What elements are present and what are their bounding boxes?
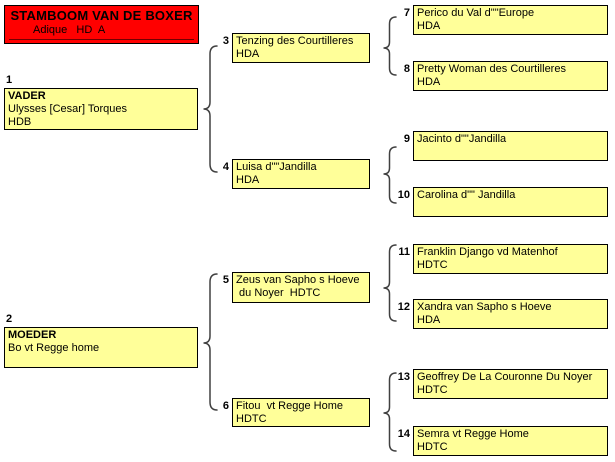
node-9-box[interactable]: Jacinto d""Jandilla [413,131,608,161]
hd-status: HDTC [236,413,267,425]
brace-4-to-9-10 [383,146,397,204]
node-9-number: 9 [403,133,410,145]
hd-status: HDA [236,48,260,60]
brace-6-to-13-14 [383,372,397,452]
hd-status: HDA [417,314,441,326]
node-5-box[interactable]: Zeus van Sapho s Hoeve du Noyer HDTC [232,272,370,303]
name-continuation-hd: du Noyer HDTC [236,287,321,299]
hd-status: HDA [417,76,441,88]
node-13-box[interactable]: Geoffrey De La Couronne Du Noyer HDTC [413,369,608,399]
node-13-number: 13 [397,371,410,383]
node-1-box-vader[interactable]: VADER Ulysses [Cesar] Torques HDB [4,88,198,130]
dog-name: Bo vt Regge home [8,342,100,354]
node-11-number: 11 [398,246,410,258]
node-8-box[interactable]: Pretty Woman des Courtilleres HDA [413,61,608,91]
hd-status: HDTC [417,259,448,271]
dog-name: Fitou vt Regge Home [236,400,343,412]
dog-name: Semra vt Regge Home [417,428,529,440]
dog-name: Xandra van Sapho s Hoeve [417,301,552,313]
dog-name: Jacinto d""Jandilla [417,133,507,145]
subject-name-line: Adique HD A [33,24,106,36]
node-7-number: 7 [403,7,410,19]
node-14-number: 14 [397,428,410,440]
node-3-box[interactable]: Tenzing des Courtilleres HDA [232,33,370,63]
dog-name: Franklin Django vd Matenhof [417,246,558,258]
dog-name: Zeus van Sapho s Hoeve [236,274,360,286]
node-1-number: 1 [6,74,13,86]
brace-moeder-to-5-6 [203,273,218,411]
hd-status: HDA [236,174,260,186]
node-6-box[interactable]: Fitou vt Regge Home HDTC [232,398,370,427]
node-11-box[interactable]: Franklin Django vd Matenhof HDTC [413,244,608,274]
node-6-number: 6 [222,400,229,412]
node-10-box[interactable]: Carolina d"" Jandilla [413,187,608,217]
node-14-box[interactable]: Semra vt Regge Home HDTC [413,426,608,456]
node-3-number: 3 [222,35,229,47]
node-4-number: 4 [222,161,229,173]
brace-3-to-7-8 [383,16,397,76]
dog-name: Perico du Val d""Europe [417,7,535,19]
node-10-number: 10 [397,189,410,201]
dog-name: Luisa d""Jandilla [236,161,317,173]
dog-name: Geoffrey De La Couronne Du Noyer [417,371,593,383]
brace-5-to-11-12 [383,244,397,322]
role-label: VADER [8,90,46,102]
title-underline [9,39,194,40]
dog-name: Carolina d"" Jandilla [417,189,516,201]
hd-status: HDTC [417,441,448,453]
brace-vader-to-3-4 [203,45,218,173]
role-label: MOEDER [8,329,57,341]
node-12-number: 12 [397,301,410,313]
dog-name: Ulysses [Cesar] Torques [8,103,128,115]
node-12-box[interactable]: Xandra van Sapho s Hoeve HDA [413,299,608,329]
node-4-box[interactable]: Luisa d""Jandilla HDA [232,159,370,189]
dog-name: Pretty Woman des Courtilleres [417,63,566,75]
node-7-box[interactable]: Perico du Val d""Europe HDA [413,5,608,35]
hd-status: HDB [8,116,32,128]
node-2-number: 2 [6,313,13,325]
node-5-number: 5 [222,274,229,286]
pedigree-title-box: STAMBOOM VAN DE BOXER Adique HD A [4,5,199,44]
hd-status: HDTC [417,384,448,396]
pedigree-heading: STAMBOOM VAN DE BOXER [10,8,193,23]
node-2-box-moeder[interactable]: MOEDER Bo vt Regge home [4,327,198,368]
node-8-number: 8 [403,63,410,75]
hd-status: HDA [417,20,441,32]
dog-name: Tenzing des Courtilleres [236,35,354,47]
